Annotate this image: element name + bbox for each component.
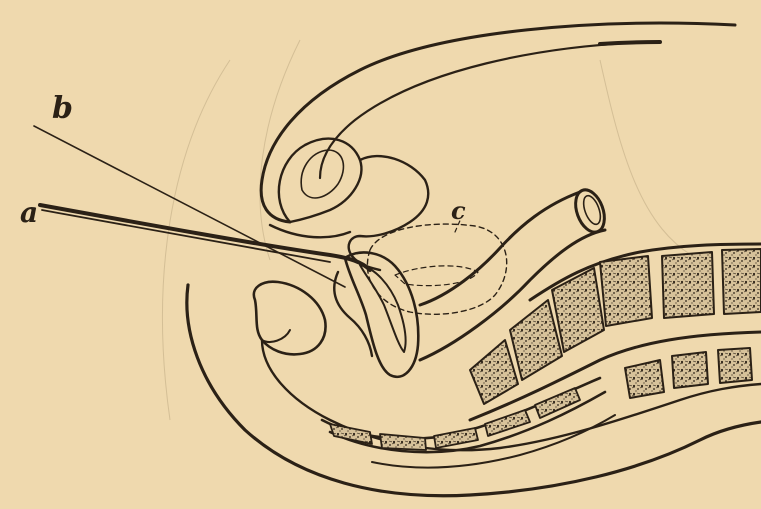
label-c: c [451,199,466,223]
label-b: b [52,94,73,124]
abdominal-wall [261,23,735,222]
dashed-region-c [367,216,506,314]
bladder [270,156,428,270]
perineum-lobe [254,282,326,355]
coccyx-band [322,378,615,468]
instruments [34,126,370,287]
lower-vertebra-row [625,348,752,398]
pubic-bone [279,139,362,222]
vertebra-blocks [470,249,761,404]
faint-guide-lines [163,40,701,420]
label-a: a [20,199,38,227]
vertebral-column [470,244,761,420]
